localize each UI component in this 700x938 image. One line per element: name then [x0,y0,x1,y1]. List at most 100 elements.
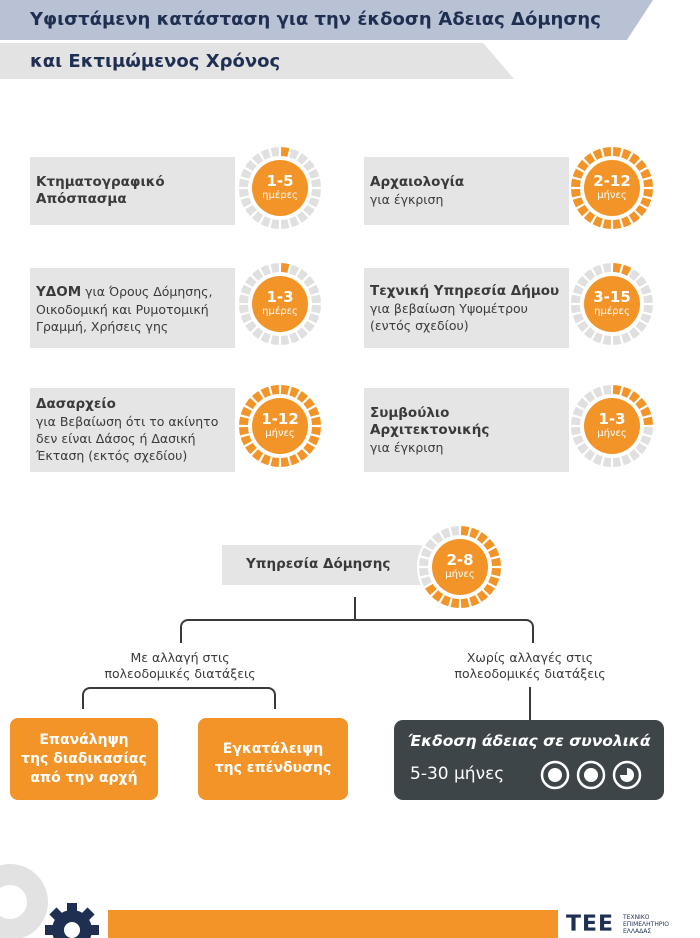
duration-unit: ημέρες [594,306,630,317]
duration-range: 2-8 [446,551,474,569]
ring-segment [308,197,320,208]
ring-segment [577,397,589,410]
ring-segment [280,385,290,395]
ring-segment [643,426,653,436]
ring-segment [419,557,429,567]
ring-segment [572,284,584,295]
ring-segment [491,557,501,567]
duration-range: 1-5 [266,172,294,190]
step-title: Αρχαιολογία [370,174,465,190]
ring-segment [260,386,271,398]
ring-segment [289,332,300,344]
ring-segment [572,435,584,446]
ring-segment [592,386,603,398]
ring-segment [640,406,652,417]
ring-segment [431,590,444,602]
ring-segment [643,294,653,304]
clock-icons [540,760,642,790]
ring-segment [303,275,315,288]
ring-segment [296,269,309,281]
abandon-line-1: Εγκατάλειψη [222,741,324,757]
ring-segment [311,416,321,426]
duration-unit: μήνες [445,569,475,580]
ring-center [584,398,640,454]
ring-segment [571,178,581,188]
duration-ring-tech [569,261,655,347]
step-subtitle: για Όρους Δόμησης, [81,283,213,299]
ring-segment [628,269,641,281]
ring-segment [583,449,596,461]
logo-sub-2: ΕΠΙΜΕΛΗΤΗΡΙΟ [623,921,669,928]
duration-unit: μήνες [597,190,627,201]
ring-segment [572,313,584,324]
duration-range: 2-12 [593,172,631,190]
gear-icon [45,903,99,938]
ring-segment [251,327,264,339]
clock-icon [540,760,570,790]
ring-segment [583,211,596,223]
step-box-symv [364,388,569,472]
ring-segment [612,219,622,229]
duration-unit: μήνες [265,428,295,439]
tee-logo: ΤΕΕ [566,912,615,937]
ring-segment [280,263,290,273]
ring-segment [572,197,584,208]
duration-ring-ktim [237,145,323,231]
ring-segment [308,168,320,179]
ring-segment [240,168,252,179]
ring-segment [460,598,470,608]
ring-segment [640,435,652,446]
ring-segment [240,406,252,417]
header-title-line-2: και Εκτιμώμενος Χρόνος [30,51,281,72]
ring-segment [260,216,271,228]
abandon-line-2: της επένδυσης [214,760,332,776]
ring-segment [640,313,652,324]
ring-segment [425,538,437,551]
ring-segment [592,454,603,466]
ring-segment [640,197,652,208]
step-title: Δασαρχείο [36,396,116,412]
ring-segment [260,148,271,160]
ring-segment [612,263,622,273]
ring-segment [643,188,653,198]
step-box-tech [364,268,569,348]
ring-segment [612,147,622,157]
step-title: Τεχνική Υπηρεσία Δήμου [370,282,560,299]
ring-segment [260,332,271,344]
ring-segment [280,219,290,229]
ring-segment [251,391,264,403]
ring-segment [251,269,264,281]
ring-segment [602,263,612,273]
ring-segment [621,148,632,160]
ring-segment [245,275,257,288]
ring-segment [289,216,300,228]
ring-segment [311,294,321,304]
ring-segment [296,391,309,403]
ring-segment [572,168,584,179]
ring-segment [245,204,257,217]
tree-stem [354,597,356,619]
ring-segment [628,327,641,339]
ring-segment [280,147,290,157]
duration-range: 1-12 [261,410,299,428]
ring-segment [308,435,320,446]
tee-logo-subtitle: ΤΕΧΝΙΚΟ ΕΠΙΜΕΛΗΤΗΡΙΟ ΕΛΛΑΔΑΣ [623,914,669,935]
left-sub-branch [82,687,276,709]
step-title: ΥΔΟΜ [36,283,82,300]
ring-segment [303,442,315,455]
ring-segment [583,269,596,281]
branch-right-label: Χωρίς αλλαγές στις πολεοδομικές διατάξει… [430,650,630,682]
ring-segment [251,211,264,223]
branch-right-line-1: Χωρίς αλλαγές στις [466,650,594,665]
ring-segment [296,327,309,339]
step-title: Αρχιτεκτονικής [370,421,490,438]
ring-segment [612,335,622,345]
ring-segment [311,426,321,436]
clock-icon [612,760,642,790]
